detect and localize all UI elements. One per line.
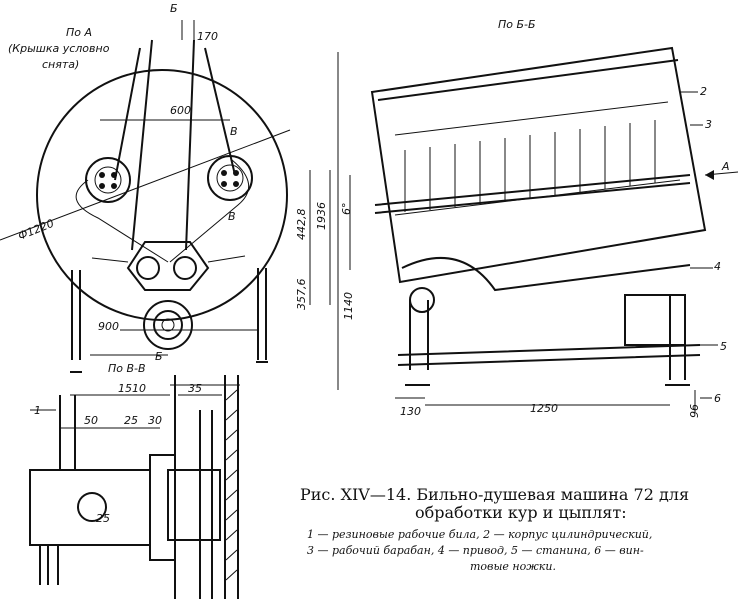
section-mark-b-bottom: Б: [155, 350, 163, 363]
frame-legs: [71, 268, 267, 360]
view-a-title: По А: [66, 26, 92, 39]
drive-shaft: [199, 410, 213, 599]
drum-outline-circle: [36, 69, 288, 321]
dim-170: 170: [197, 30, 218, 43]
gear-assembly: [167, 469, 221, 541]
dim-35: 35: [188, 382, 202, 395]
bearing-housing: [149, 454, 176, 561]
dim-phi1220: Ф1220: [16, 217, 56, 243]
cylindrical-body: [370, 46, 707, 284]
dim-130: 130: [400, 405, 421, 418]
drum-section: [29, 469, 151, 546]
callout-5: 5: [720, 340, 727, 353]
belt-loops: [75, 159, 249, 263]
dim-25-bottom: 25: [96, 512, 110, 525]
dim-357-6: 357,6: [295, 279, 308, 311]
view-a-note-1: (Крышка условно: [8, 42, 110, 55]
stand-frame: [397, 344, 701, 366]
callout-3: 3: [705, 118, 712, 131]
view-bb-side-view: [337, 46, 739, 412]
pulley-right: [207, 155, 253, 201]
figure-caption: Рис. XIV—14. Бильно-душевая машина 72 дл…: [300, 485, 689, 573]
dim-900: 900: [98, 320, 119, 333]
caption-title-line-1: Рис. XIV—14. Бильно-душевая машина 72 дл…: [300, 485, 689, 504]
dim-442-8: 442,8: [295, 209, 308, 241]
dim-angle-6: 6°: [340, 203, 353, 216]
dim-1510: 1510: [118, 382, 146, 395]
drive-frame-left: [131, 39, 195, 251]
callout-6: 6: [714, 392, 721, 405]
view-vv-title: По В-В: [108, 362, 146, 375]
caption-title-line-2: обработки кур и цыплят:: [415, 503, 627, 522]
wall-hatching: [225, 389, 238, 581]
callout-4: 4: [714, 260, 721, 273]
dim-1936: 1936: [315, 202, 328, 230]
caption-legend-line-2: 3 — рабочий барабан, 4 — привод, 5 — ста…: [307, 544, 644, 557]
leg-feet: [70, 361, 268, 373]
dim-30: 30: [148, 414, 162, 427]
dim-600: 600: [170, 104, 191, 117]
view-a-note-2: снята): [42, 58, 79, 71]
dim-1250: 1250: [530, 402, 558, 415]
callout-2: 2: [700, 85, 707, 98]
end-wall: [174, 375, 239, 599]
dim-96: 96: [688, 404, 701, 418]
beater-rod: [59, 395, 76, 470]
caption-legend-line-1: 1 — резиновые рабочие била, 2 — корпус ц…: [307, 528, 652, 541]
view-a-end-view: [0, 20, 331, 373]
drive-motor: [624, 294, 686, 346]
drive-frame-arms: [114, 47, 236, 181]
dim-50: 50: [84, 414, 98, 427]
beater-rows: [404, 120, 656, 212]
view-vv-section: [29, 375, 240, 599]
lower-trough: [401, 256, 691, 292]
gearbox-housing: [126, 241, 210, 291]
caption-legend-line-3: товые ножки.: [470, 560, 556, 573]
section-mark-a: А: [721, 160, 730, 173]
motor-pulley: [143, 300, 193, 350]
view-bb-title: По Б-Б: [498, 18, 536, 31]
section-mark-b-top: Б: [170, 2, 178, 15]
drum-legs: [39, 545, 59, 585]
section-mark-v-lower: В: [228, 210, 236, 223]
pulley-left: [85, 157, 131, 203]
dim-25-top: 25: [124, 414, 138, 427]
dim-1140: 1140: [342, 292, 355, 320]
working-drum-shaft: [374, 174, 691, 214]
callout-1: 1: [34, 404, 41, 417]
view-a-arrow-head: [705, 170, 714, 180]
stand-legs: [409, 295, 686, 380]
section-mark-v-upper: В: [230, 125, 238, 138]
